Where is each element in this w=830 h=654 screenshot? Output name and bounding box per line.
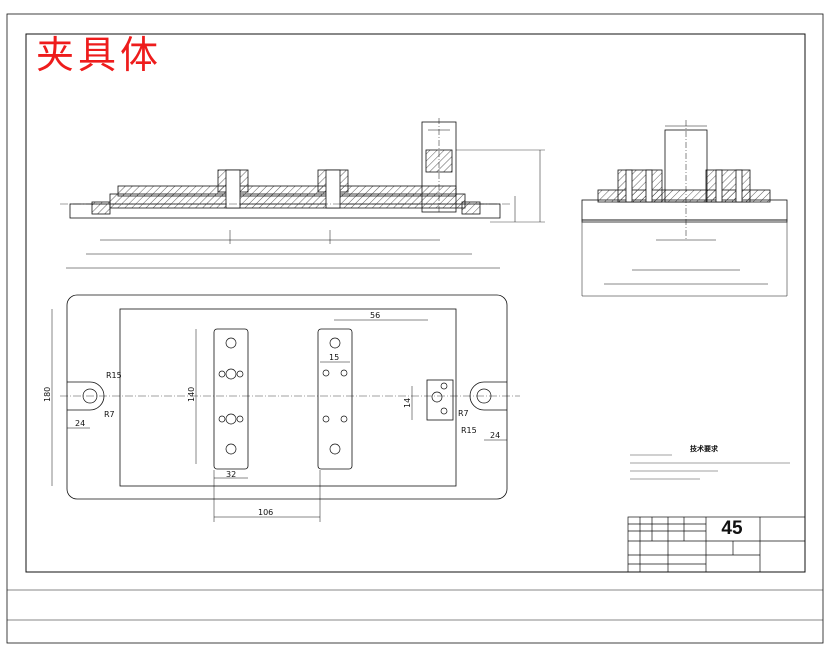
dim-24-right: 24 <box>490 431 500 440</box>
dim-180: 180 <box>43 387 52 402</box>
dim-r7-right: R7 <box>458 409 469 418</box>
side-section-view <box>581 120 788 297</box>
title-block <box>627 516 806 573</box>
plan-holes <box>82 337 492 455</box>
tech-requirements-title: 技术要求 <box>690 445 718 453</box>
dim-140: 140 <box>187 387 196 402</box>
dim-106: 106 <box>258 508 273 517</box>
dim-r15-right: R15 <box>461 426 477 435</box>
material-label: 45 <box>721 518 743 539</box>
front-section-view <box>60 118 545 269</box>
sheet-frame <box>6 13 824 644</box>
dim-14: 14 <box>403 398 412 408</box>
dim-32: 32 <box>226 470 236 479</box>
dim-r7-left: R7 <box>104 410 115 419</box>
tech-requirements-lines <box>630 454 790 480</box>
dim-15: 15 <box>329 353 339 362</box>
dim-56: 56 <box>370 311 380 320</box>
drawing-title: 夹具体 <box>36 33 163 77</box>
plan-view <box>51 294 520 522</box>
dim-r15-left: R15 <box>106 371 122 380</box>
dim-24-left: 24 <box>75 419 85 428</box>
